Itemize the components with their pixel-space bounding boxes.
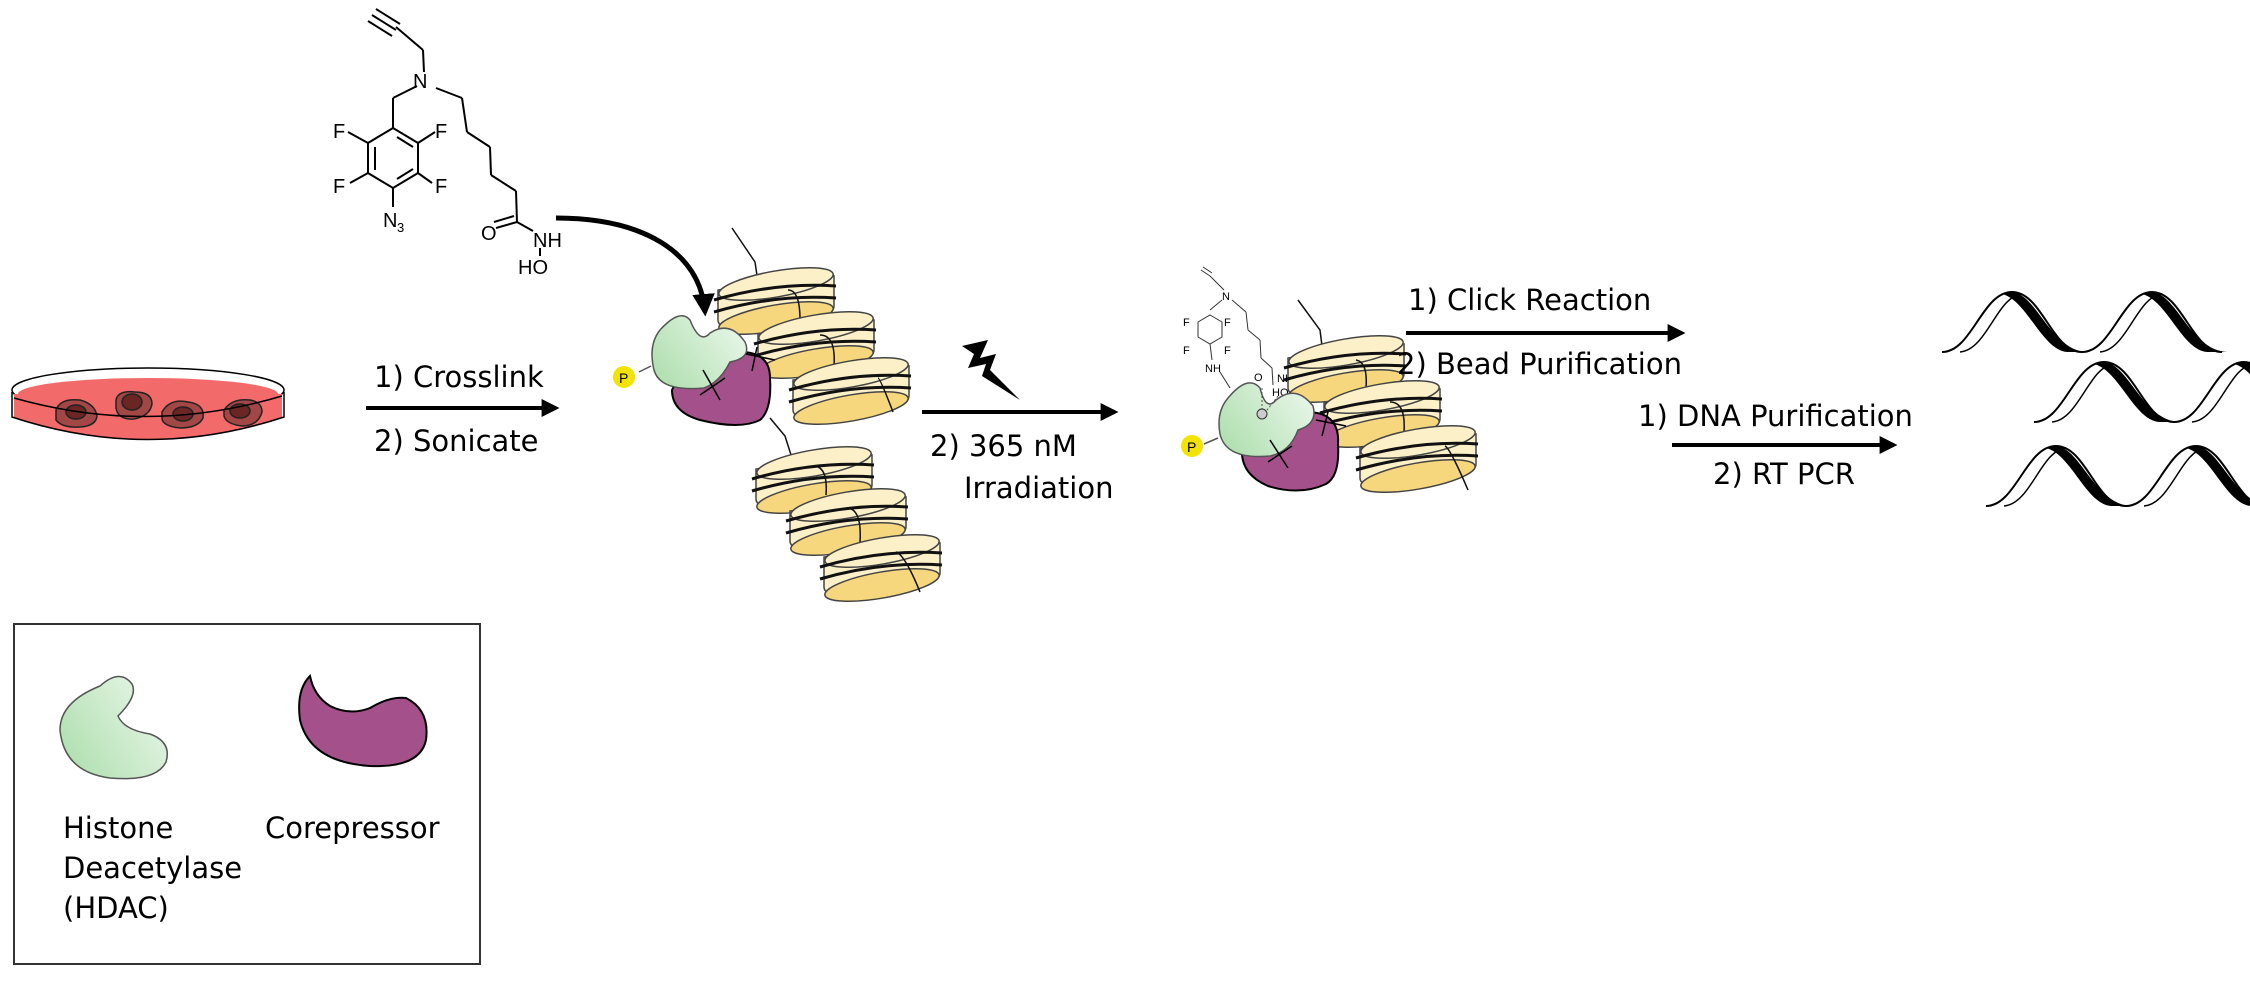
purified-dna-strands [1941, 291, 2250, 507]
step2-label-2: Irradiation [964, 471, 1113, 505]
dna-strand-2 [2033, 361, 2250, 423]
step4-label-1: 1) DNA Purification [1638, 399, 1913, 433]
step3-label-2: 2) Bead Purification [1397, 347, 1682, 381]
legend-hdac-icon [59, 675, 168, 780]
atom-o: O [481, 223, 497, 245]
step1-label-2: 2) Sonicate [374, 424, 539, 458]
svg-text:O: O [1254, 372, 1263, 384]
svg-text:F: F [1224, 317, 1231, 329]
legend-hdac-line1: Histone [63, 811, 174, 845]
phospho-badge [1181, 435, 1203, 457]
step4-label-2: 2) RT PCR [1713, 457, 1855, 491]
legend-hdac-line2: Deacetylase [63, 851, 243, 885]
step2-label-1: 2) 365 nM [930, 429, 1077, 463]
hdac-shape [1218, 382, 1315, 458]
legend-hdac-line3: (HDAC) [63, 891, 169, 925]
cell-culture-dish [11, 367, 285, 441]
atom-ho: HO [518, 257, 548, 279]
legend-box [13, 623, 481, 965]
atom-nh: NH [533, 230, 562, 252]
legend-shapes [59, 673, 428, 780]
bound-probe-atoms: N F F F F NH O NH HO [1183, 291, 1293, 399]
legend-corepressor-label: Corepressor [265, 811, 440, 845]
dna-strand-1 [1941, 291, 2228, 353]
probe-atom-labels: N F F F F N 3 O NH HO [333, 71, 562, 279]
svg-text:P: P [619, 370, 628, 386]
bound-probe-structure [1197, 266, 1274, 389]
probe-binding-arrow [555, 215, 715, 317]
chromatin-complex-1: P [613, 227, 944, 610]
atom-f-2: F [435, 121, 447, 143]
legend-hdac-label: Histone Deacetylase (HDAC) [63, 808, 242, 928]
dna-strand-3 [1985, 445, 2250, 507]
legend-corepressor-icon [298, 673, 428, 768]
phospho-badge [613, 366, 635, 388]
step1-label-1: 1) Crosslink [374, 360, 544, 394]
hdac-shape [651, 315, 748, 390]
hdac-probe-structure [347, 8, 541, 256]
atom-f-3: F [333, 176, 345, 198]
svg-text:F: F [1224, 345, 1231, 357]
atom-azide-subscript: 3 [397, 220, 404, 235]
svg-text:NH: NH [1205, 363, 1221, 375]
svg-text:P: P [1187, 439, 1196, 455]
atom-azide-n: N [383, 210, 397, 232]
svg-text:N: N [1222, 291, 1230, 303]
lightning-icon [962, 340, 1020, 400]
atom-f-4: F [435, 176, 447, 198]
atom-f-1: F [333, 121, 345, 143]
svg-text:F: F [1183, 345, 1190, 357]
svg-text:F: F [1183, 317, 1190, 329]
atom-n: N [413, 71, 427, 93]
step3-label-1: 1) Click Reaction [1408, 283, 1651, 317]
chromatin-complex-2: N F F F F NH O NH HO P [1181, 266, 1480, 501]
